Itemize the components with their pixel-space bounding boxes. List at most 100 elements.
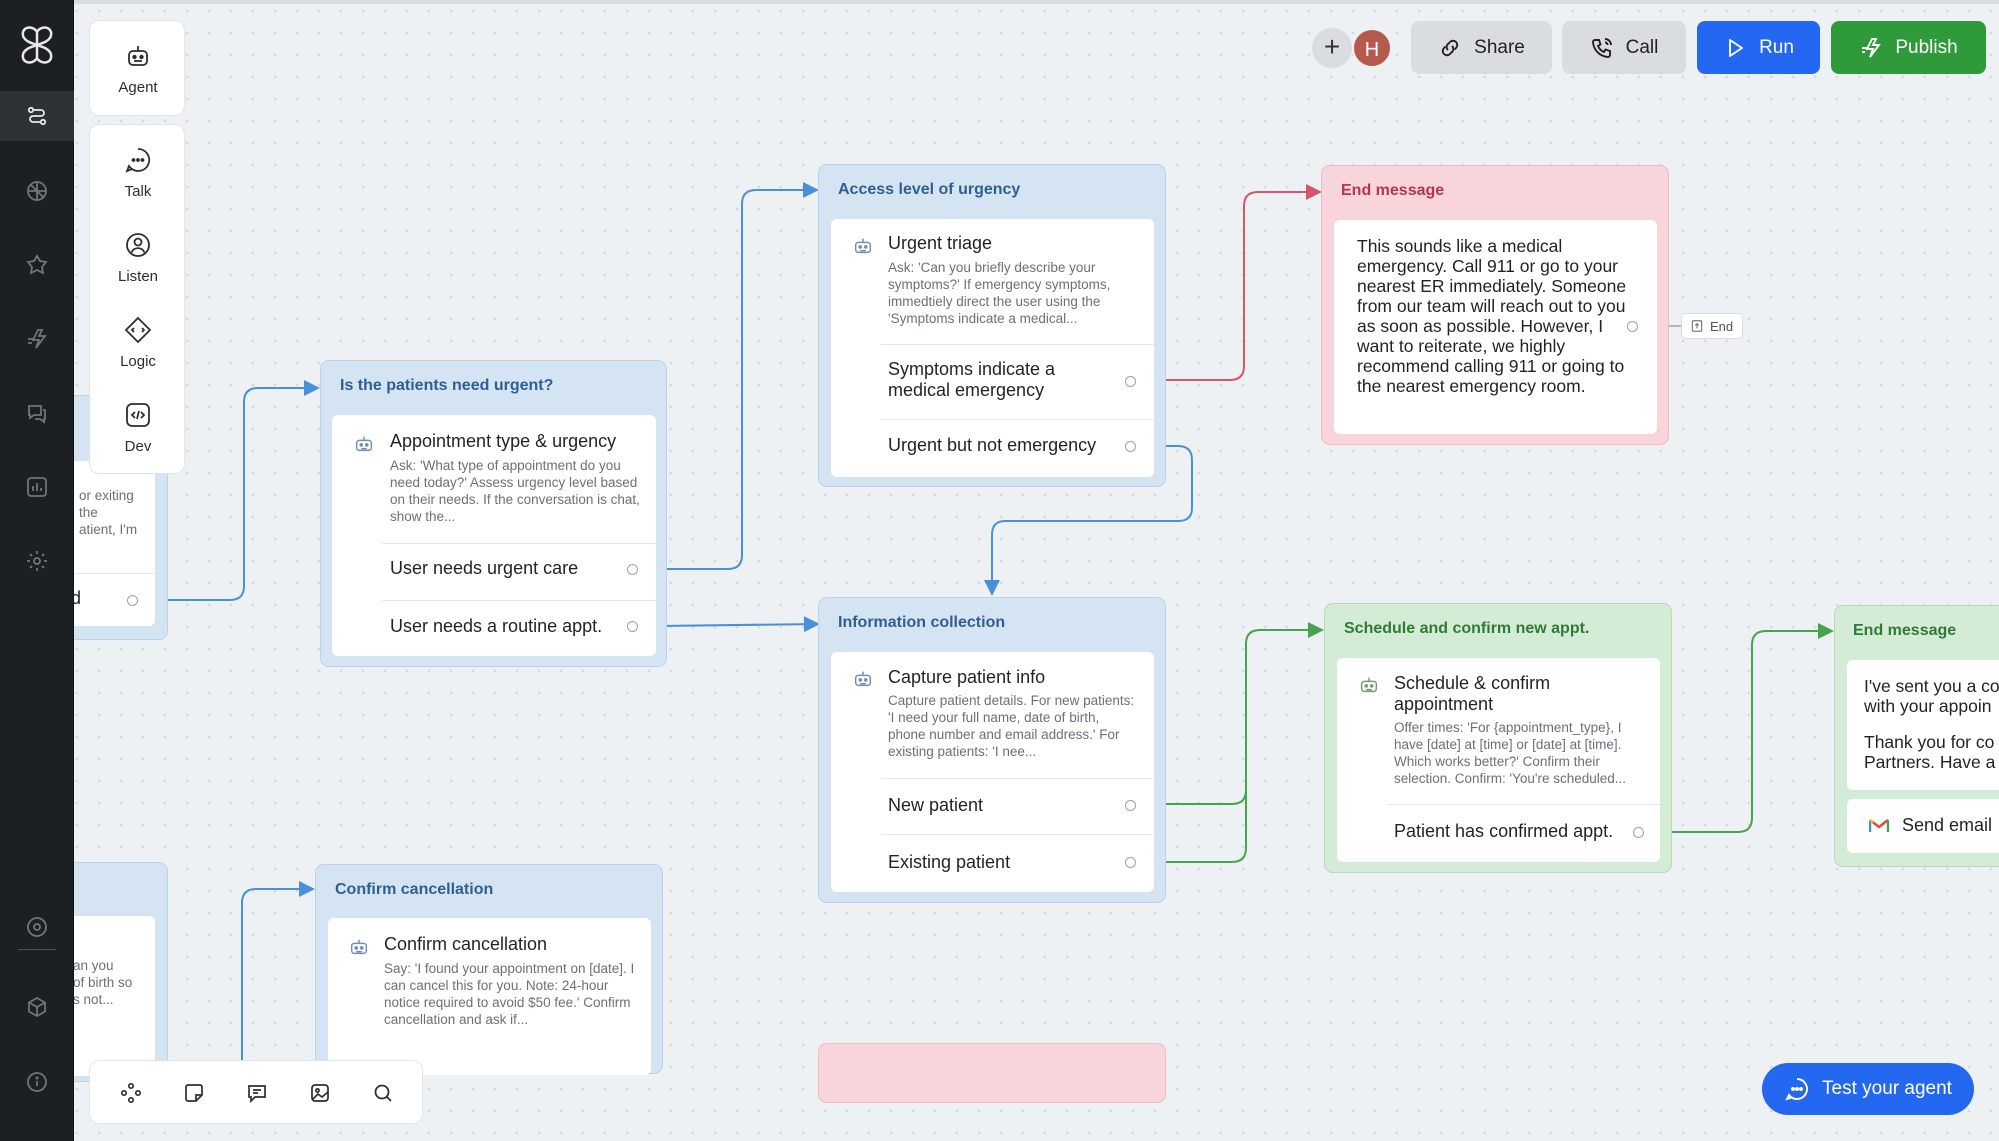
output-port[interactable]	[127, 595, 138, 606]
node-partial-left-bottom-desc: an you of birth so s not...	[73, 958, 133, 1007]
card-title: Schedule & confirm appointment	[1394, 673, 1551, 714]
bot-icon	[350, 939, 368, 955]
rail-target-icon[interactable]	[0, 902, 74, 952]
chat-bubble-icon	[1785, 1078, 1808, 1101]
run-label: Run	[1759, 36, 1794, 58]
call-label: Call	[1625, 36, 1659, 58]
node-schedule[interactable]: Schedule and confirm new appt. Schedule …	[1324, 603, 1672, 873]
play-icon	[1729, 38, 1744, 57]
end-icon	[1691, 320, 1703, 332]
divider	[881, 419, 1154, 420]
card-title: Appointment type & urgency	[390, 431, 617, 451]
node-urgent-check[interactable]: Is the patients need urgent? Appointment…	[320, 360, 667, 667]
end-tag-label: End	[1710, 318, 1734, 334]
tool-listen[interactable]: Listen	[90, 230, 186, 310]
option-medical-emergency: Symptoms indicate a medical emergency	[888, 359, 1056, 400]
rail-integrations-icon[interactable]	[0, 240, 74, 290]
tool-logic[interactable]: Logic	[90, 315, 186, 395]
edge-urgent-to-triage	[658, 182, 819, 570]
node-partial-left-option: d	[71, 588, 82, 608]
divider	[881, 778, 1154, 779]
card-description: Capture patient details. For new patient…	[888, 693, 1135, 759]
comment-icon[interactable]	[242, 1078, 272, 1108]
run-button[interactable]: Run	[1697, 21, 1820, 74]
card-title: Urgent triage	[888, 233, 993, 253]
output-port[interactable]	[627, 564, 638, 575]
card-description: Ask: 'Can you briefly describe your symp…	[888, 260, 1111, 326]
tool-agent[interactable]: Agent	[90, 41, 186, 121]
test-agent-button[interactable]: Test your agent	[1762, 1063, 1974, 1115]
share-button[interactable]: Share	[1411, 21, 1552, 74]
tool-talk[interactable]: Talk	[90, 145, 186, 225]
phone-icon	[1591, 37, 1612, 58]
end-message-line-1: I've sent you a co with your appoin	[1864, 676, 1999, 716]
search-icon[interactable]	[368, 1078, 398, 1108]
divider	[881, 834, 1154, 835]
edge-urgent-to-info	[984, 445, 1193, 596]
divider	[382, 600, 656, 601]
auto-layout-icon[interactable]	[116, 1078, 146, 1108]
share-label: Share	[1474, 36, 1525, 58]
divider	[1387, 804, 1660, 805]
node-info-collection[interactable]: Information collection Capture patient i…	[818, 597, 1166, 903]
canvas-toolbar	[89, 1060, 423, 1124]
divider	[382, 543, 656, 544]
node-end-emergency[interactable]: End message This sounds like a medical e…	[1321, 165, 1669, 445]
end-message-line-2: Thank you for co Partners. Have a	[1864, 732, 1996, 772]
node-title: Access level of urgency	[838, 181, 1021, 198]
agent-icon	[128, 46, 148, 66]
image-icon[interactable]	[305, 1078, 335, 1108]
option-new-patient: New patient	[888, 795, 984, 815]
tool-agent-label: Agent	[118, 79, 158, 96]
output-port[interactable]	[1125, 857, 1136, 868]
rail-actions-icon[interactable]	[0, 314, 74, 364]
edge-emergency-to-end	[1158, 184, 1322, 381]
option-routine-appt: User needs a routine appt.	[390, 616, 603, 636]
card-description: Say: 'I found your appointment on [date]…	[384, 961, 635, 1027]
node-partial-bottom-pink[interactable]	[818, 1043, 1166, 1103]
publish-bolt-icon	[1862, 37, 1882, 58]
test-agent-label: Test your agent	[1822, 1078, 1952, 1099]
publish-button[interactable]: Publish	[1831, 21, 1986, 74]
left-rail	[0, 0, 74, 1141]
agent-palette: Agent	[89, 20, 185, 116]
output-port[interactable]	[1125, 800, 1136, 811]
send-email-label: Send email	[1902, 815, 1993, 835]
rail-workflow-icon[interactable]	[0, 91, 74, 141]
tool-dev[interactable]: Dev	[90, 400, 186, 480]
call-button[interactable]: Call	[1562, 21, 1686, 74]
node-title: Schedule and confirm new appt.	[1344, 620, 1590, 637]
node-urgency-level[interactable]: Access level of urgency Urgent triage As…	[818, 164, 1166, 487]
node-card: I've sent you a co with your appoin Than…	[1847, 660, 1999, 790]
card-description: Offer times: 'For {appointment_type}, I …	[1394, 720, 1627, 786]
rail-knowledge-icon[interactable]	[0, 166, 74, 216]
edge-routine-to-info	[657, 616, 820, 633]
output-port[interactable]	[1125, 441, 1136, 452]
rail-analytics-icon[interactable]	[0, 462, 74, 512]
tool-listen-label: Listen	[117, 268, 159, 285]
node-title: End message	[1341, 182, 1445, 199]
end-tag[interactable]: End	[1681, 313, 1743, 339]
node-title: End message	[1853, 622, 1957, 639]
node-end-confirm[interactable]: End message I've sent you a co with your…	[1834, 605, 1999, 867]
sticky-note-icon[interactable]	[179, 1078, 209, 1108]
add-collaborator-button[interactable]: +	[1312, 28, 1352, 68]
node-cancellation[interactable]: Confirm cancellation Confirm cancellatio…	[315, 864, 663, 1075]
node-card: Capture patient info Capture patient det…	[831, 652, 1154, 892]
avatar[interactable]: H	[1352, 28, 1392, 68]
rail-conversations-icon[interactable]	[0, 388, 74, 438]
rail-settings-icon[interactable]	[0, 536, 74, 586]
send-email-action[interactable]: Send email	[1847, 799, 1999, 853]
output-port[interactable]	[1627, 321, 1638, 332]
brand-logo-icon[interactable]	[14, 22, 60, 68]
rail-package-icon[interactable]	[0, 982, 74, 1032]
rail-info-icon[interactable]	[0, 1057, 74, 1107]
link-icon	[1441, 39, 1459, 56]
output-port[interactable]	[627, 621, 638, 632]
divider	[41, 573, 155, 574]
output-port[interactable]	[1633, 827, 1644, 838]
bot-icon	[854, 238, 872, 254]
bot-icon	[355, 436, 373, 452]
output-port[interactable]	[1125, 376, 1136, 387]
card-description: Ask: 'What type of appointment do you ne…	[390, 458, 640, 524]
